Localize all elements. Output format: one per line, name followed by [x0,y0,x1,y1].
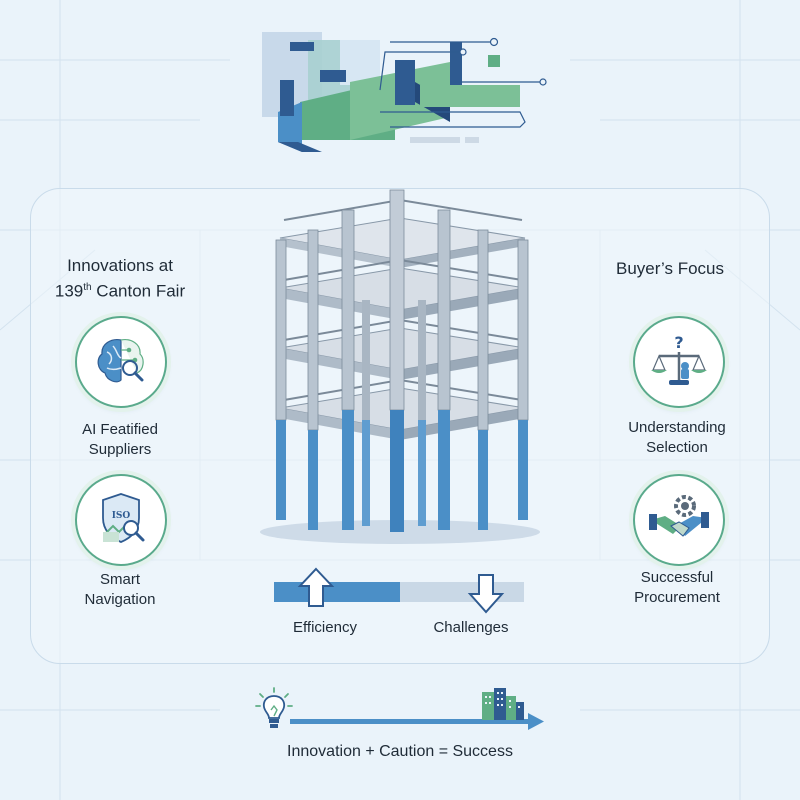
equation-text: Innovation + Caution = Success [287,743,513,760]
svg-text:ISO: ISO [112,511,131,521]
challenges-label: Challenges [433,619,509,636]
ai-suppliers-line2: Suppliers [88,441,152,458]
smart-navigation-label: Smart Navigation [55,570,185,610]
efficiency-label: Efficiency [293,619,357,636]
efficiency-bar-segment [274,582,400,602]
lightbulb-icon [255,687,293,728]
progress-arrow [290,713,544,730]
edition-suffix: th [83,282,92,293]
smart-navigation-line1: Smart [99,571,140,588]
arrow-up-icon [297,567,335,607]
right-heading: Buyer’s Focus [615,259,725,278]
left-heading-line2: 139th Canton Fair [40,277,200,303]
scales-question-icon: ? [633,316,725,408]
successful-procurement-line1: Successful [640,569,714,586]
understanding-selection-line2: Selection [646,439,708,456]
ai-brain-icon [75,316,167,408]
handshake-gear-icon [633,474,725,566]
successful-procurement-line2: Procurement [634,589,720,606]
arrow-down-icon [467,574,505,614]
understanding-selection-label: Understanding Selection [611,418,743,458]
smart-navigation-line2: Navigation [84,591,156,608]
edition-number: 139 [54,281,84,301]
fair-name: Canton Fair [91,281,186,301]
iso-magnifier-icon: ISO [75,474,167,566]
svg-text:?: ? [674,333,683,352]
abstract-logo [262,32,547,152]
successful-procurement-label: Successful Procurement [611,568,743,608]
buildings-icon [482,688,524,720]
left-heading-line1: Innovations at [67,256,173,275]
understanding-selection-line1: Understanding [628,419,726,436]
ai-suppliers-label: AI Featified Suppliers [55,420,185,460]
left-heading: Innovations at 139th Canton Fair [40,255,200,303]
ai-suppliers-line1: AI Featified [82,421,158,438]
building-frame-illustration [260,189,540,544]
